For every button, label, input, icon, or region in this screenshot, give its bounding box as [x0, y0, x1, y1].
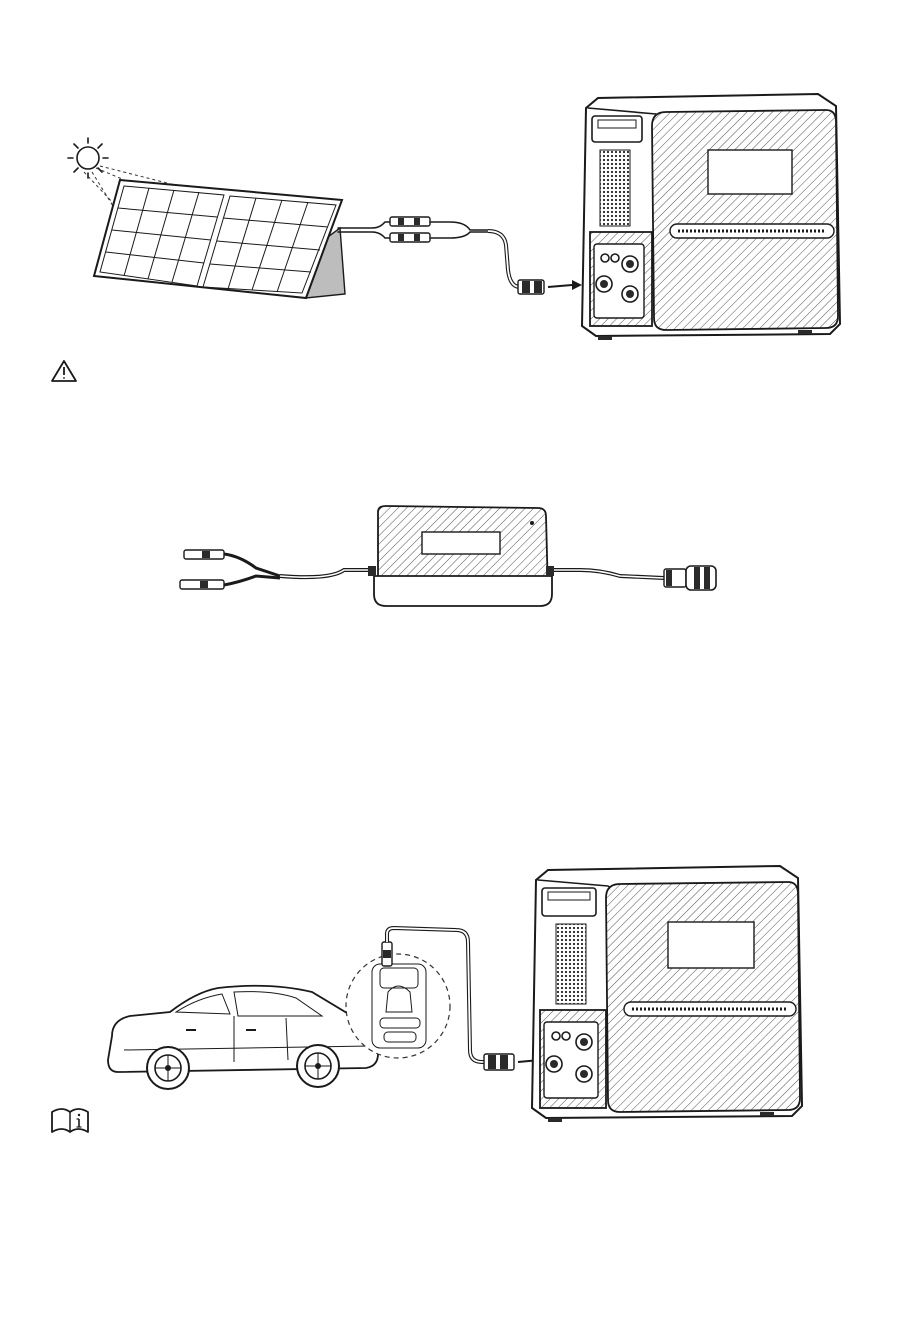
figure-charging-adapter — [0, 490, 914, 630]
power-station — [532, 866, 802, 1122]
power-station — [582, 94, 840, 340]
figure-car-charging — [0, 840, 914, 1140]
mc4-connectors — [338, 217, 488, 242]
mc4-input-leads — [180, 550, 368, 589]
output-connector — [554, 566, 716, 590]
car — [108, 986, 378, 1089]
adapter-box — [368, 506, 554, 606]
solar-panel — [94, 180, 345, 298]
car-charger-socket — [346, 954, 450, 1058]
warning-icon — [52, 361, 76, 381]
manual-info-icon — [52, 1109, 88, 1132]
charging-cable — [488, 231, 582, 294]
figure-solar-charging — [0, 0, 914, 400]
